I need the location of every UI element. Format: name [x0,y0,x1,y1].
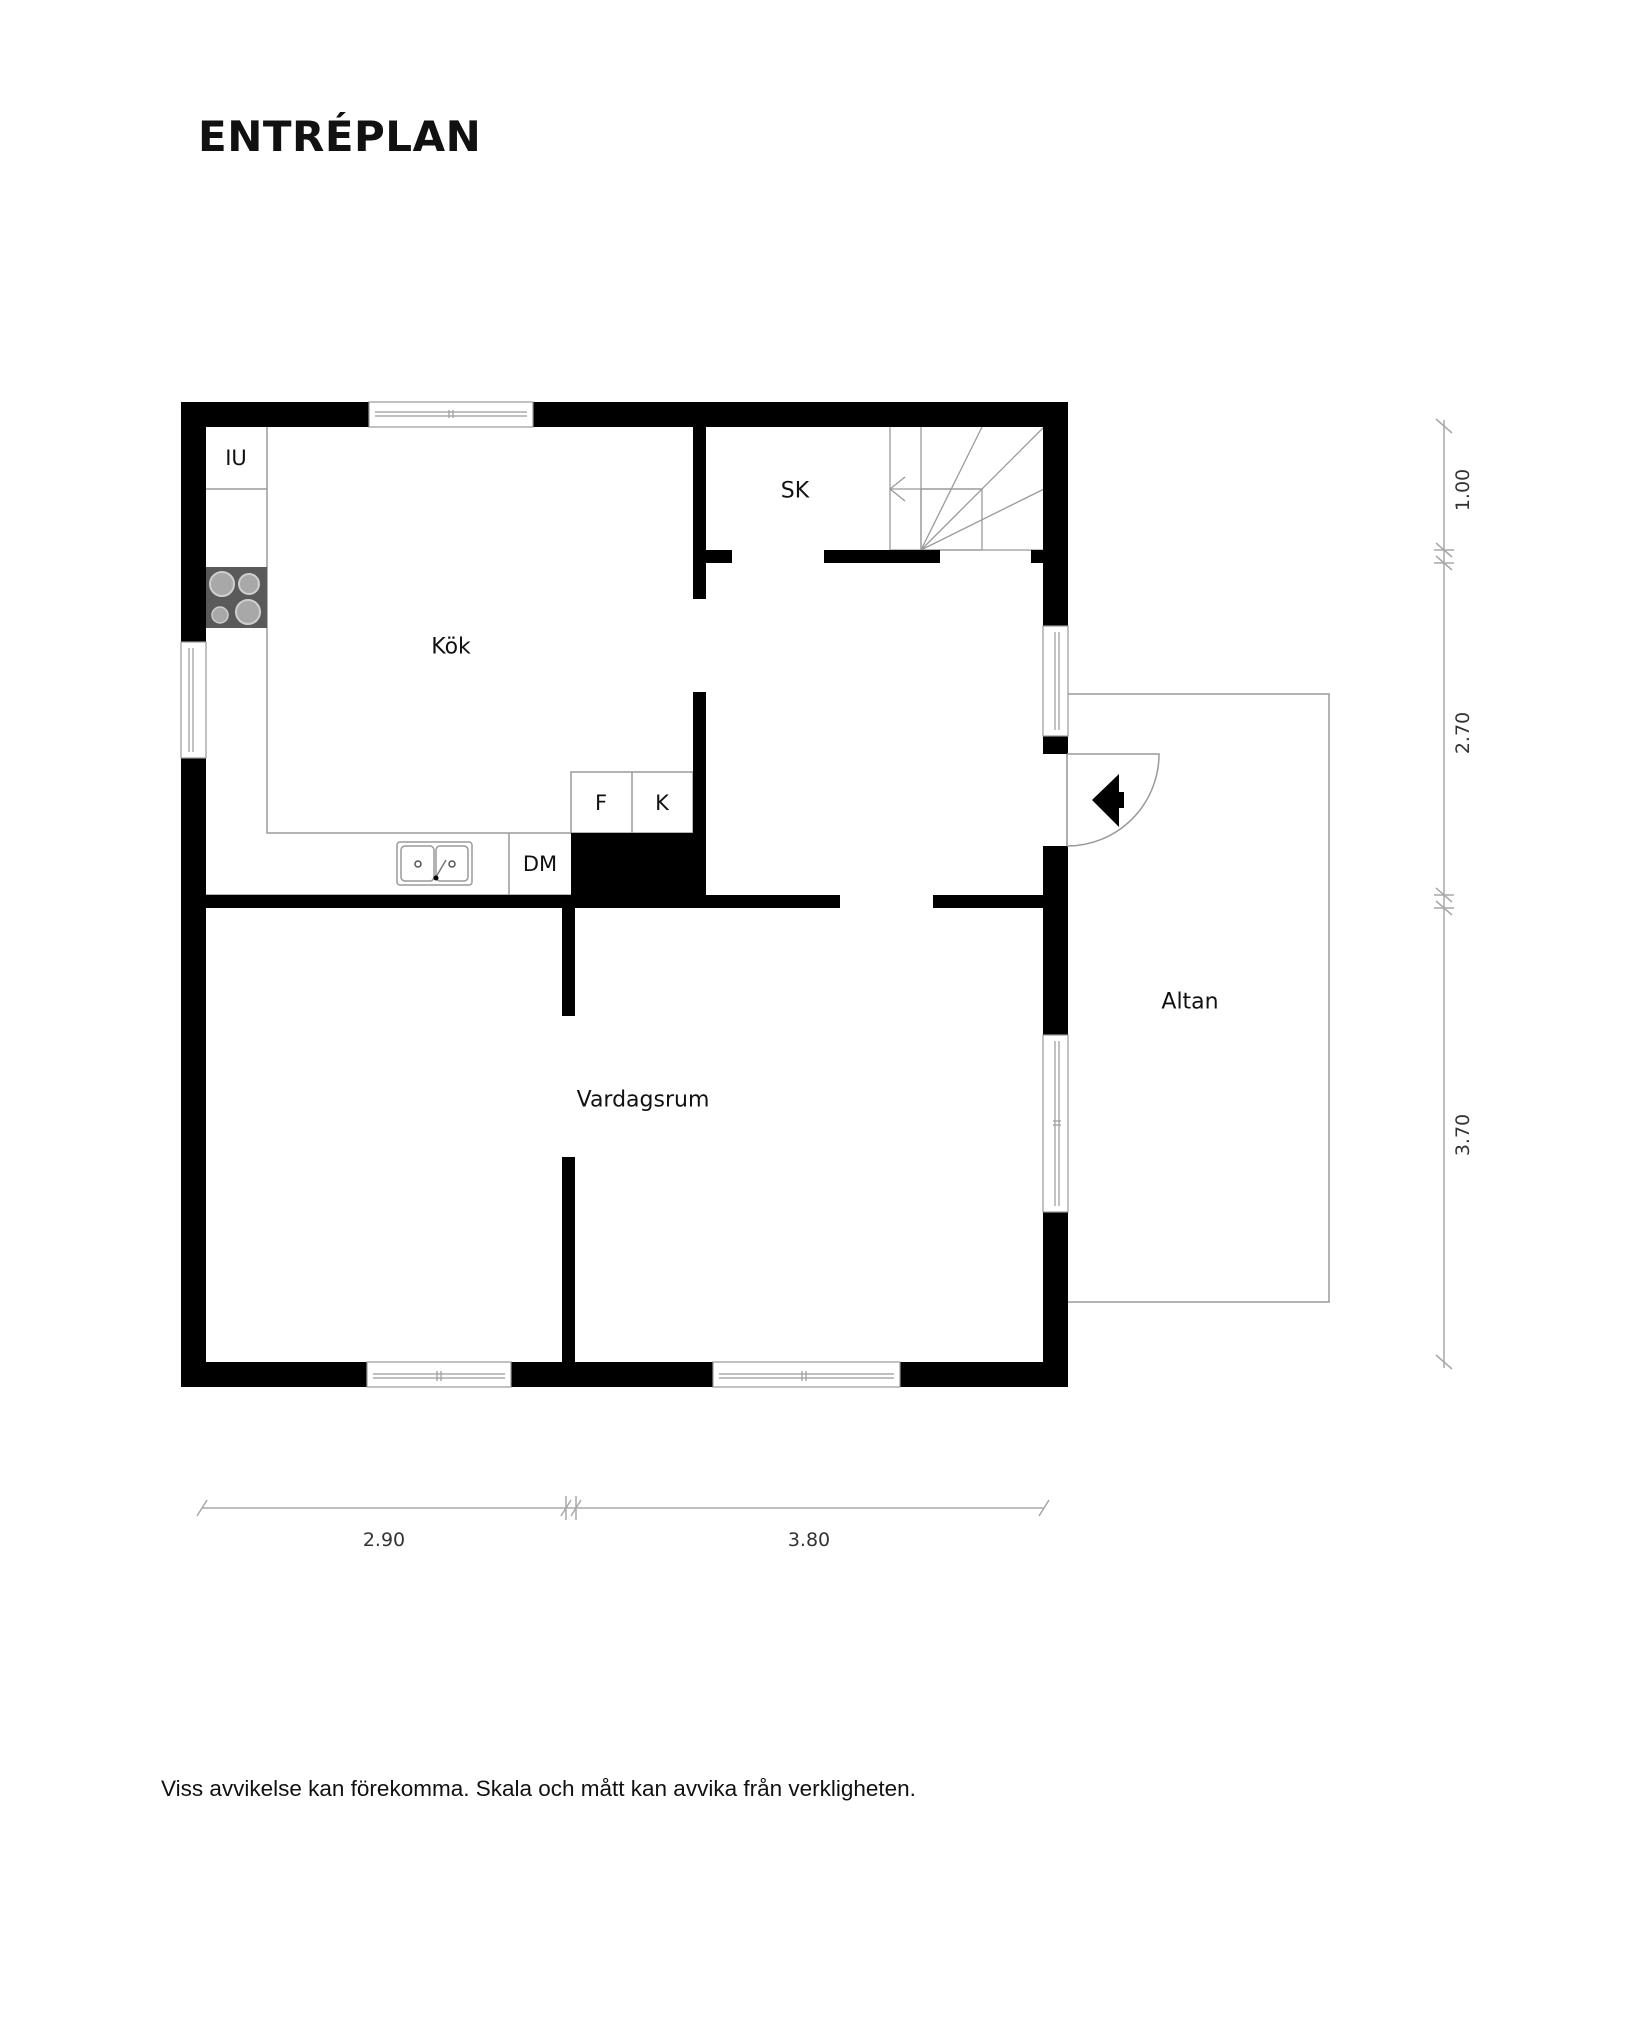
dimension-right-middle: 2.70 [1452,711,1474,755]
window-bottom-left [366,1361,512,1388]
fixture-label-dm: DM [522,852,558,876]
window-top [368,401,534,428]
window-bottom-right [712,1361,901,1388]
fixture-label-k: K [655,791,669,815]
stove-icon [206,567,267,628]
room-label-vardagsrum: Vardagsrum [576,1087,710,1113]
dimension-bottom-left: 2.90 [362,1529,406,1551]
entrance-door [1066,753,1160,847]
sink-icon [396,841,473,886]
room-label-kok: Kök [431,634,471,660]
fixture-label-f: F [594,791,608,815]
page-title: ENTRÉPLAN [198,112,482,161]
windows [180,401,1069,1388]
dimension-lines [196,418,1454,1520]
disclaimer-text: Viss avvikelse kan förekomma. Skala och … [161,1776,916,1801]
window-right-upper [1042,625,1069,737]
dimension-right-top: 1.00 [1452,468,1474,512]
dimension-bottom-right: 3.80 [787,1529,831,1551]
room-label-sk: SK [780,478,810,504]
window-left [180,641,207,759]
room-label-altan: Altan [1161,989,1219,1015]
dimension-right-bottom: 3.70 [1452,1113,1474,1157]
stairs-icon [888,426,1045,551]
kitchen-counter [206,427,694,896]
fixture-label-iu: IU [225,446,247,470]
entrance-arrow-icon [1092,774,1124,827]
walls [181,402,1068,1387]
window-right-lower [1042,1034,1069,1213]
